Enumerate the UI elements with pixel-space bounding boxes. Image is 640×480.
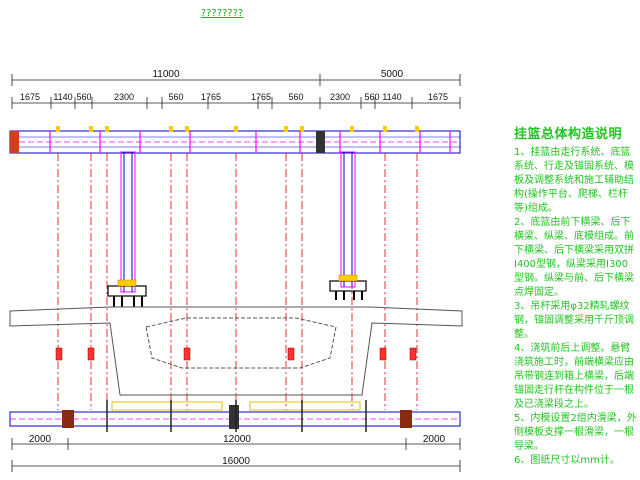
top-dim-left-total: 11000	[152, 69, 180, 80]
beam-hanger-marker	[415, 126, 419, 132]
beam-hanger-marker	[169, 126, 173, 132]
beam-hanger-marker	[56, 126, 60, 132]
lower-cross-beam	[9, 401, 461, 429]
segment-label: 1675	[20, 92, 40, 102]
bottom-dim-middle: 12000	[223, 434, 251, 445]
beam-hanger-marker	[383, 126, 387, 132]
note-item-2: 2、底篮由前下横梁、后下横梁、纵梁、底模组成。前下横梁、后下横梁采用双拼I400…	[514, 217, 634, 298]
top-segment-dimension	[11, 97, 461, 109]
lower-hanger-rods	[106, 400, 367, 432]
left-vertical-frame	[107, 151, 147, 307]
beam-hanger-marker	[300, 126, 304, 132]
bottom-dim-total: 16000	[222, 456, 250, 467]
upper-main-beam	[9, 130, 461, 154]
bottom-dim-left: 2000	[29, 434, 52, 445]
construction-notes: 挂篮总体构造说明 1、挂篮由走行系统、底篮系统、行走及锚固系统、模板及调整系统和…	[514, 128, 638, 468]
beam-hanger-marker	[350, 126, 354, 132]
upper-beam-markers	[49, 126, 451, 153]
segment-label: 1675	[428, 92, 448, 102]
top-dim-right-total: 5000	[381, 69, 404, 80]
bottom-dimension-total	[11, 460, 461, 472]
beam-hanger-marker	[234, 126, 238, 132]
note-item-1: 1、挂篮由走行系统、底篮系统、行走及锚固系统、模板及调整系统和施工辅助结构(操作…	[514, 147, 634, 214]
bottom-dimension-1	[11, 438, 461, 450]
note-item-6: 6、图纸尺寸以mm计。	[514, 455, 620, 466]
segment-label: 1765	[251, 92, 271, 102]
note-item-3: 3、吊杆采用φ32精轧螺纹钢，锚固调整采用千斤顶调整。	[514, 301, 634, 340]
segment-label: 1765	[201, 92, 221, 102]
notes-title: 挂篮总体构造说明	[514, 127, 623, 142]
drawing-title: ????????	[201, 8, 243, 19]
segment-label: 1140	[53, 92, 72, 102]
segment-label: 560	[76, 92, 91, 102]
box-girder-section	[9, 306, 463, 396]
note-item-5: 5、内模设置2组内滑梁，外侧模板支撑一根滑梁，一根导梁。	[514, 413, 637, 452]
note-item-4: 4、浇筑前后上调整。悬臂浇筑施工时，前端横梁应由吊带钢连到箱上横梁，后端锚固走行…	[514, 343, 634, 410]
segment-label: 560	[168, 92, 183, 102]
right-vertical-frame	[329, 151, 367, 300]
beam-hanger-marker	[105, 126, 109, 132]
segment-label: 560	[364, 92, 379, 102]
bottom-dim-right: 2000	[423, 434, 446, 445]
segment-label: 560	[288, 92, 303, 102]
segment-label: 1140	[382, 92, 401, 102]
beam-hanger-marker	[284, 126, 288, 132]
section-anchor-blocks	[55, 347, 417, 361]
beam-hanger-marker	[89, 126, 93, 132]
beam-hanger-marker	[185, 126, 189, 132]
top-overall-dimension	[11, 74, 461, 86]
segment-label: 2300	[114, 92, 134, 102]
segment-label: 2300	[330, 92, 350, 102]
